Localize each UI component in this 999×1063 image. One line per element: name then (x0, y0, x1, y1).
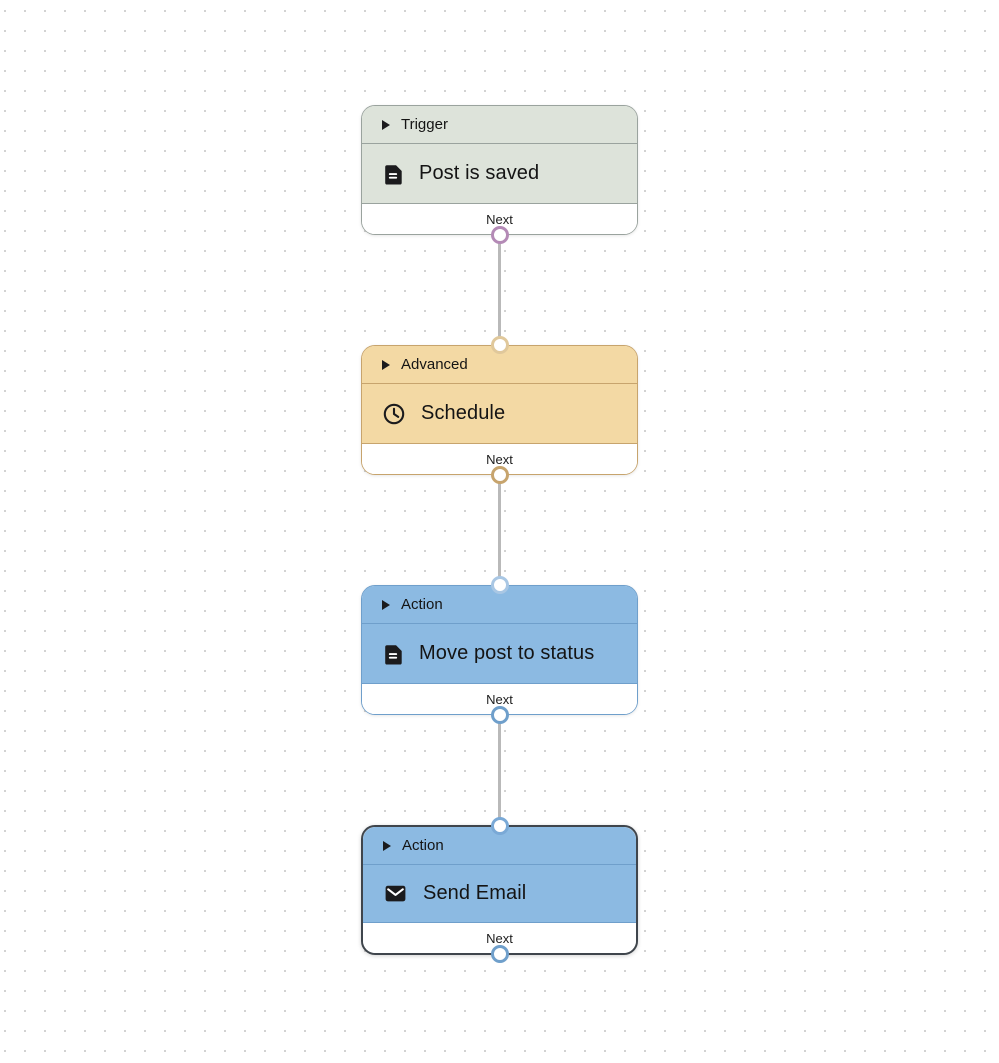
edge-advanced-to-action (498, 475, 501, 585)
play-collapse-icon[interactable] (381, 599, 391, 611)
play-collapse-icon[interactable] (381, 359, 391, 371)
node-title: Post is saved (419, 162, 540, 184)
node-body[interactable]: Post is saved (362, 144, 637, 204)
edge-action-to-email (498, 715, 501, 825)
next-handle-label: Next (486, 691, 513, 707)
node-title: Schedule (421, 402, 506, 424)
next-handle-label: Next (486, 451, 513, 467)
node-body[interactable]: Send Email (363, 865, 636, 923)
input-port[interactable] (490, 336, 509, 354)
node-type-label: Advanced (401, 356, 468, 373)
document-icon (382, 163, 404, 185)
next-handle-label: Next (486, 211, 513, 227)
edge-trigger-to-advanced (498, 235, 501, 345)
node-header[interactable]: Trigger (362, 106, 637, 144)
node-title: Move post to status (419, 642, 595, 664)
node-advanced-schedule[interactable]: Advanced Schedule Next (361, 336, 638, 484)
clock-icon (382, 402, 406, 426)
output-port[interactable] (490, 945, 509, 963)
output-port[interactable] (490, 226, 509, 244)
next-handle-label: Next (486, 930, 513, 946)
play-collapse-icon[interactable] (382, 840, 392, 852)
output-port[interactable] (490, 466, 509, 484)
node-body[interactable]: Schedule (362, 384, 637, 444)
node-title: Send Email (423, 882, 527, 904)
output-port[interactable] (490, 706, 509, 724)
node-trigger-post-is-saved[interactable]: Trigger Post is saved Next (361, 105, 638, 244)
node-action-move-post-to-status[interactable]: Action Move post to status Next (361, 576, 638, 724)
play-collapse-icon[interactable] (381, 119, 391, 131)
node-type-label: Action (401, 596, 443, 613)
node-type-label: Action (402, 837, 444, 854)
mail-icon (383, 881, 408, 906)
node-action-send-email[interactable]: Action Send Email Next (361, 817, 638, 963)
node-body[interactable]: Move post to status (362, 624, 637, 684)
input-port[interactable] (490, 576, 509, 594)
input-port[interactable] (490, 817, 509, 835)
node-type-label: Trigger (401, 116, 448, 133)
document-icon (382, 643, 404, 665)
